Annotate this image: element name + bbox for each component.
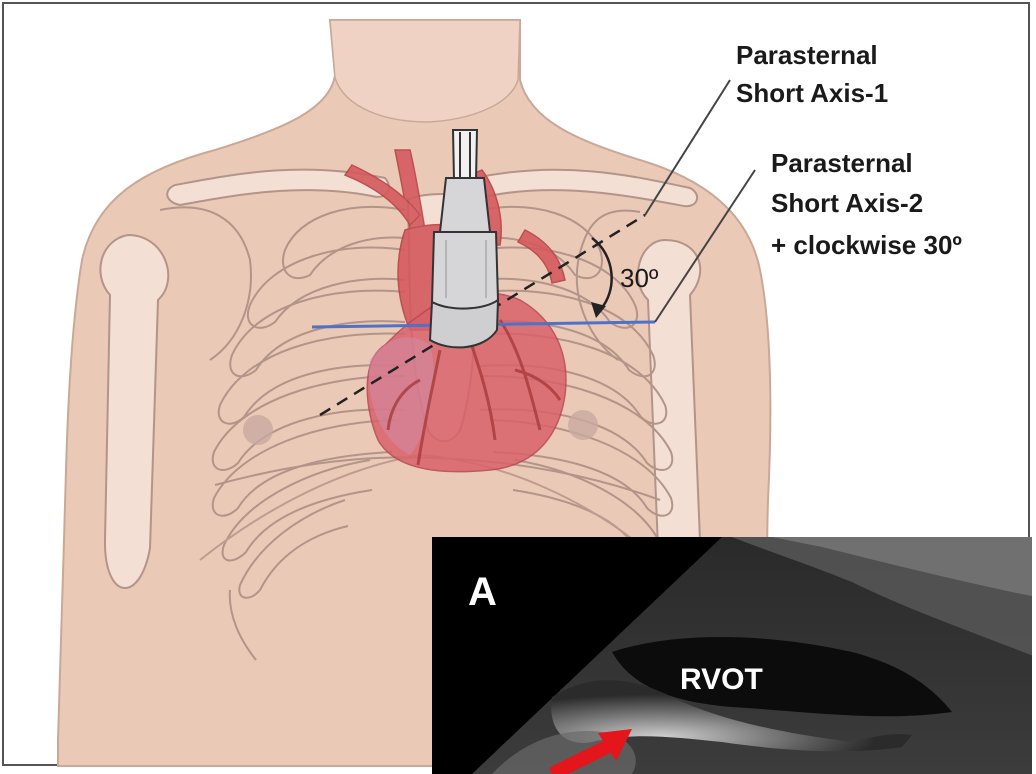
- echo-image-inset: A RVOT: [432, 537, 1032, 774]
- panel-letter: A: [468, 570, 497, 614]
- psax1-label-line2: Short Axis-1: [736, 78, 888, 108]
- psax1-label-line1: Parasternal: [736, 40, 878, 70]
- left-nipple: [243, 415, 273, 445]
- echo-image: A RVOT: [432, 537, 1032, 774]
- right-nipple: [568, 410, 598, 440]
- psax2-label-line1: Parasternal: [771, 148, 913, 178]
- psax2-label-line3: + clockwise 30º: [771, 230, 962, 260]
- psax2-label-line2: Short Axis-2: [771, 188, 923, 218]
- rvot-label: RVOT: [680, 663, 763, 696]
- angle-label: 30º: [620, 263, 659, 293]
